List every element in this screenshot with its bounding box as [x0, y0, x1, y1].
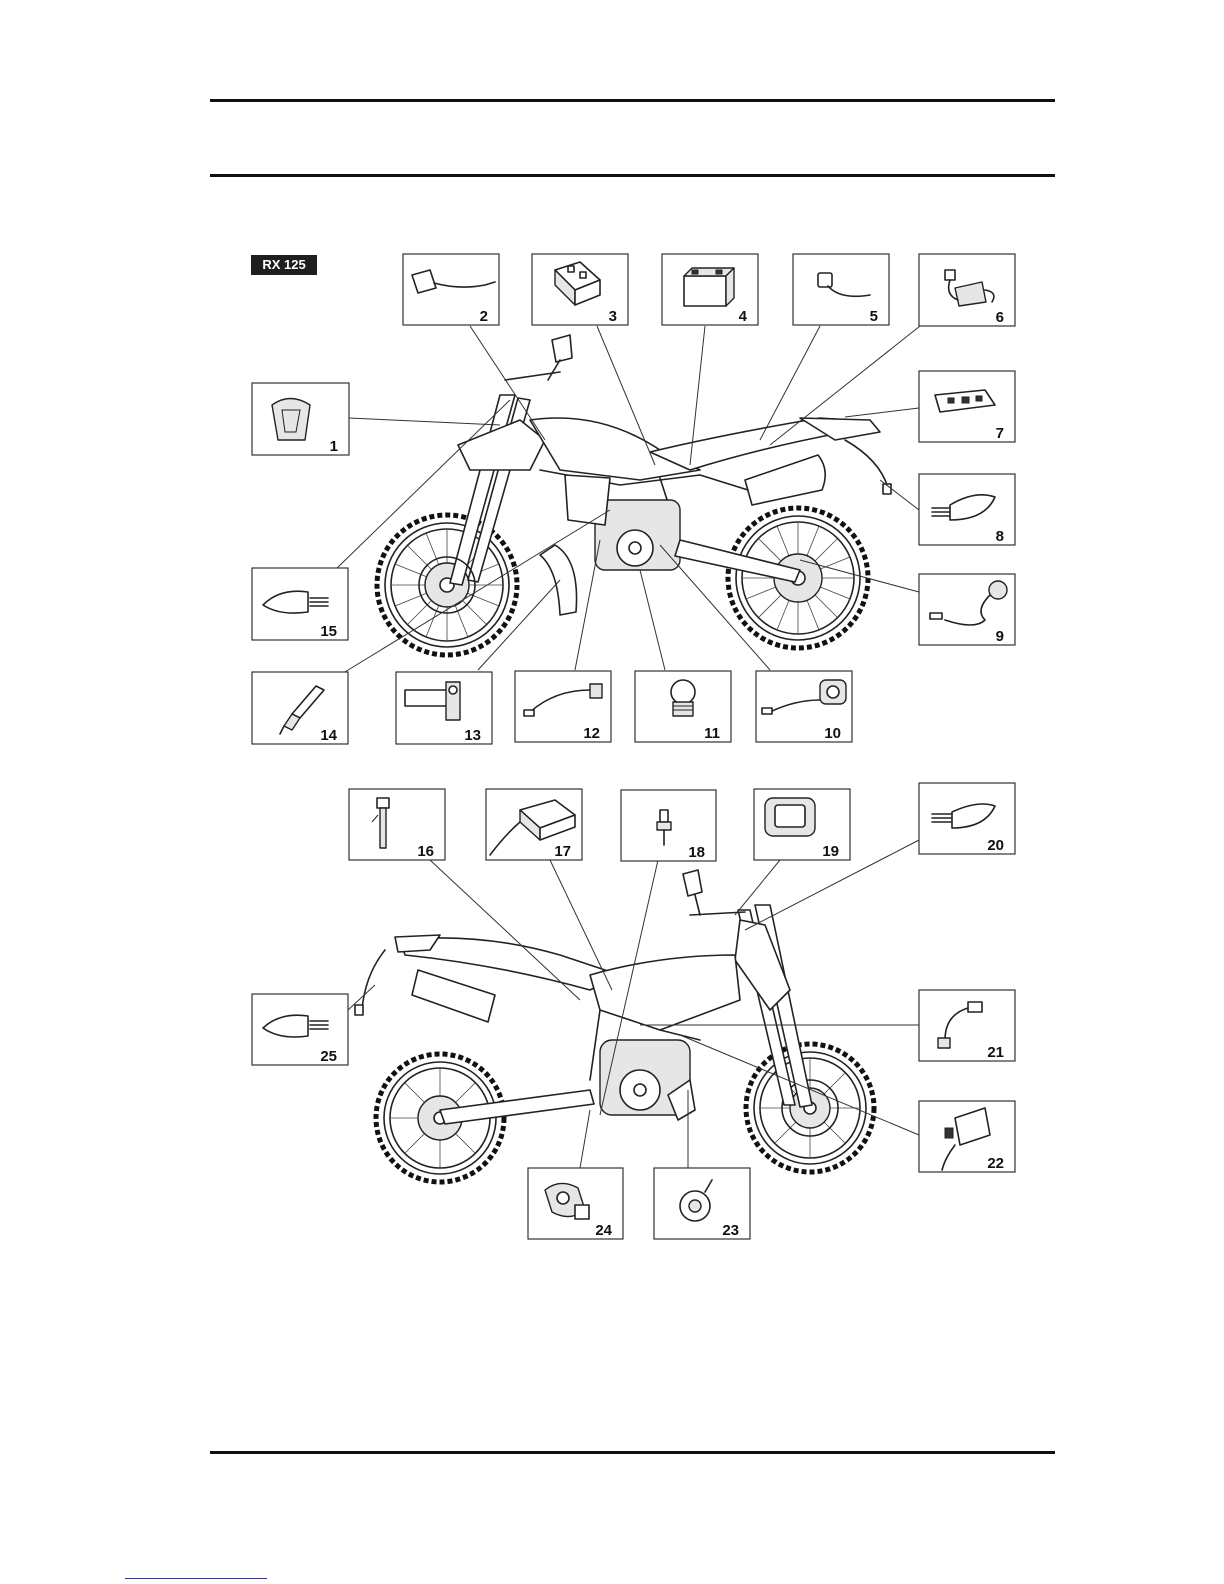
callout-number: 14	[320, 727, 337, 744]
neutral-sensor-icon	[671, 680, 695, 716]
callout-number: 16	[417, 843, 434, 860]
callout-number: 23	[722, 1222, 739, 1239]
callout-number: 17	[554, 843, 571, 860]
callout-number: 15	[320, 623, 337, 640]
callout-17[interactable]: 17	[486, 789, 582, 860]
callout-number: 3	[609, 308, 617, 325]
callout-10[interactable]: 10	[756, 671, 852, 742]
callout-9[interactable]: 9	[919, 574, 1015, 645]
callout-13[interactable]: 13	[396, 672, 492, 744]
callout-14[interactable]: 14	[252, 672, 348, 744]
callout-21[interactable]: 21	[919, 990, 1015, 1061]
callout-19[interactable]: 19	[754, 789, 850, 860]
callout-4[interactable]: 4	[662, 254, 758, 325]
callout-number: 25	[320, 1048, 337, 1065]
callout-number: 8	[996, 528, 1004, 545]
callout-22[interactable]: 22	[919, 1101, 1015, 1172]
callout-number: 5	[870, 308, 878, 325]
callout-2[interactable]: 2	[403, 254, 499, 325]
callout-24[interactable]: 24	[528, 1168, 623, 1239]
callout-12[interactable]: 12	[515, 671, 611, 742]
callout-number: 6	[996, 309, 1004, 326]
callout-number: 22	[987, 1155, 1004, 1172]
callout-8[interactable]: 8	[919, 474, 1015, 545]
callout-number: 21	[987, 1044, 1004, 1061]
callout-number: 19	[822, 843, 839, 860]
callout-number: 2	[480, 308, 488, 325]
callout-number: 4	[739, 308, 748, 325]
callout-5[interactable]: 5	[793, 254, 889, 325]
callout-3[interactable]: 3	[532, 254, 628, 325]
dashboard-icon	[765, 798, 815, 836]
callout-11[interactable]: 11	[635, 671, 731, 742]
callout-25[interactable]: 25	[252, 994, 348, 1065]
callout-18[interactable]: 18	[621, 790, 716, 861]
callout-20[interactable]: 20	[919, 783, 1015, 854]
battery-icon	[684, 268, 734, 306]
callout-number: 12	[583, 725, 600, 742]
callout-number: 7	[996, 425, 1004, 442]
callout-number: 20	[987, 837, 1004, 854]
callout-15[interactable]: 15	[252, 568, 348, 640]
headlight-icon	[272, 399, 310, 441]
callout-7[interactable]: 7	[919, 371, 1015, 442]
callout-number: 24	[595, 1222, 612, 1239]
callout-number: 1	[330, 438, 338, 455]
rear-wheel	[728, 508, 868, 648]
motorcycle-side-right	[355, 870, 874, 1182]
front-wheel	[377, 515, 517, 655]
callout-number: 13	[464, 727, 481, 744]
callout-number: 9	[996, 628, 1004, 645]
callout-number: 11	[704, 725, 720, 742]
callout-number: 18	[688, 844, 705, 861]
callout-1[interactable]: 1	[252, 383, 349, 455]
callout-23[interactable]: 23	[654, 1168, 750, 1239]
callout-6[interactable]: 6	[919, 254, 1015, 326]
callout-16[interactable]: 16	[349, 789, 445, 860]
callout-number: 10	[824, 725, 841, 742]
motorcycle-side-left	[377, 335, 891, 655]
